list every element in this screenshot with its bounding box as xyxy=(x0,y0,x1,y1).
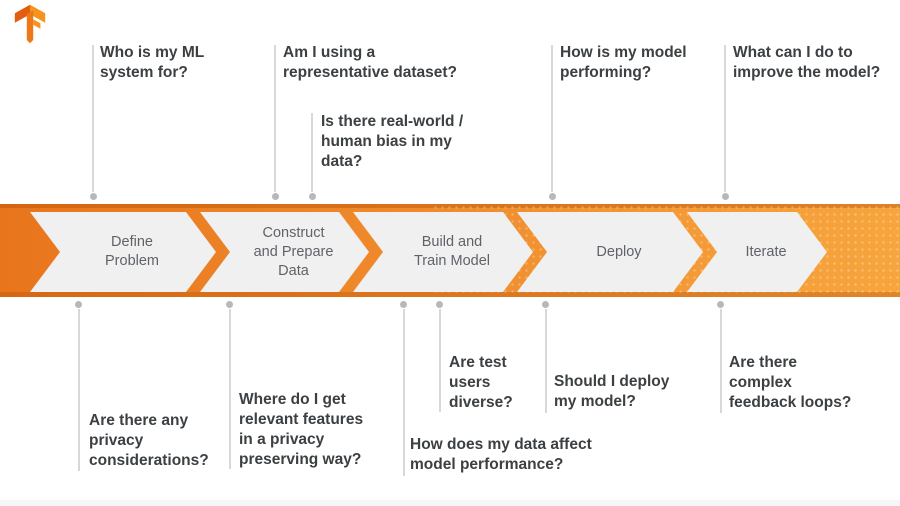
connector-line xyxy=(551,45,553,192)
stage-label: Deploy xyxy=(596,243,642,260)
connector-line xyxy=(720,309,722,413)
tensorflow-logo xyxy=(14,4,46,44)
connector-dot xyxy=(717,301,724,308)
connector-dot xyxy=(436,301,443,308)
connector-line xyxy=(92,45,94,192)
bottom-edge-strip xyxy=(0,500,900,506)
connector-dot xyxy=(272,193,279,200)
stage-label: Iterate xyxy=(745,243,787,260)
stage-build-train-model: Build and Train Model xyxy=(353,212,533,292)
stage-define-problem: Define Problem xyxy=(30,212,216,292)
connector-line xyxy=(78,309,80,471)
connector-dot xyxy=(309,193,316,200)
question-who-is-ml-system-for: Who is my ML system for? xyxy=(100,44,205,81)
connector-line xyxy=(724,45,726,192)
stage-label: Define Problem xyxy=(105,234,159,269)
question-should-i-deploy: Should I deploy my model? xyxy=(554,373,670,410)
question-human-bias-in-data: Is there real-world / human bias in my d… xyxy=(321,113,464,170)
question-privacy-preserving-features: Where do I get relevant features in a pr… xyxy=(239,391,364,468)
question-privacy-considerations: Are there any privacy considerations? xyxy=(89,412,209,469)
connector-dot xyxy=(549,193,556,200)
connector-line xyxy=(439,309,441,412)
stage-construct-prepare-data: Construct and Prepare Data xyxy=(200,212,369,292)
connector-line xyxy=(229,309,231,469)
question-improve-model: What can I do to improve the model? xyxy=(733,44,881,81)
connector-line xyxy=(403,309,405,476)
connector-dot xyxy=(226,301,233,308)
question-representative-dataset: Am I using a representative dataset? xyxy=(283,44,458,81)
question-complex-feedback-loops: Are there complex feedback loops? xyxy=(729,354,852,411)
question-test-users-diverse: Are test users diverse? xyxy=(449,354,513,411)
connector-dot xyxy=(400,301,407,308)
stage-label: Construct and Prepare Data xyxy=(253,224,334,279)
connector-line xyxy=(274,45,276,192)
connector-line xyxy=(311,113,313,192)
pipeline-banner: Define Problem Construct and Prepare Dat… xyxy=(0,204,900,297)
question-data-affect-performance: How does my data affect model performanc… xyxy=(410,436,592,473)
stage-label: Build and Train Model xyxy=(413,234,491,269)
question-model-performing: How is my model performing? xyxy=(560,44,687,81)
connector-dot xyxy=(722,193,729,200)
stage-iterate: Iterate xyxy=(687,212,827,292)
connector-dot xyxy=(542,301,549,308)
connector-dot xyxy=(75,301,82,308)
connector-dot xyxy=(90,193,97,200)
stage-deploy: Deploy xyxy=(517,212,703,292)
connector-line xyxy=(545,309,547,413)
